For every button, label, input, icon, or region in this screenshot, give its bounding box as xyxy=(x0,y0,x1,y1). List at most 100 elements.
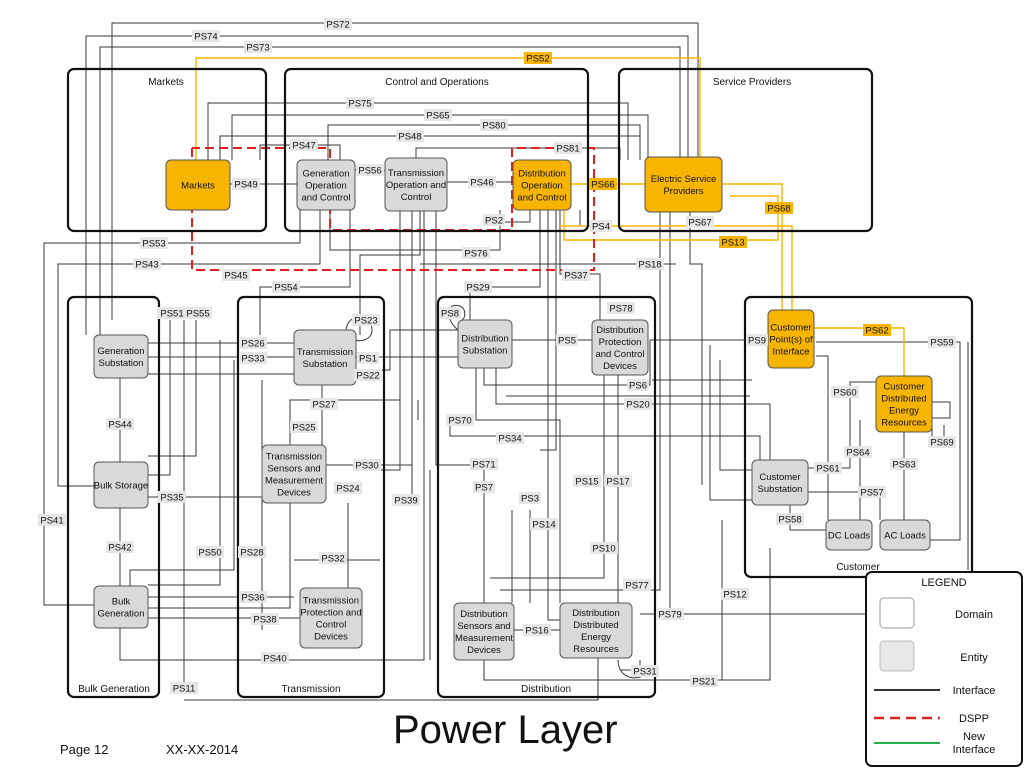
entity-label-line: Devices xyxy=(467,645,501,656)
interface-label-ps53: PS53 xyxy=(140,237,168,250)
page-number: Page 12 xyxy=(60,742,109,757)
svg-text:PS66: PS66 xyxy=(591,180,614,191)
interface-label-ps12: PS12 xyxy=(721,588,749,601)
svg-text:PS31: PS31 xyxy=(633,667,656,678)
entity-label-line: Resources xyxy=(881,418,927,429)
entity-label-line: Operation xyxy=(305,181,347,192)
interface-label-ps13: PS13 xyxy=(719,236,747,249)
domain-customer xyxy=(743,295,974,579)
domain-service-providers xyxy=(617,67,874,233)
domain-label-distribution: Distribution xyxy=(521,684,571,695)
svg-text:PS42: PS42 xyxy=(108,543,131,554)
legend-new-label-2: Interface xyxy=(953,744,996,756)
entity-bulk-storage: Bulk Storage xyxy=(93,461,149,509)
svg-text:PS8: PS8 xyxy=(441,309,459,320)
domain-label-markets: Markets xyxy=(148,77,184,88)
svg-text:PS1: PS1 xyxy=(359,354,377,365)
svg-text:PS30: PS30 xyxy=(355,461,378,472)
svg-text:PS36: PS36 xyxy=(241,593,264,604)
svg-text:PS69: PS69 xyxy=(930,438,953,449)
svg-text:PS14: PS14 xyxy=(532,520,555,531)
interface-label-ps36: PS36 xyxy=(239,591,267,604)
entity-label-line: Customer xyxy=(883,382,924,393)
entity-label-line: Devices xyxy=(603,361,637,372)
svg-text:PS34: PS34 xyxy=(498,434,521,445)
dspp-boundary xyxy=(191,147,595,271)
interface-label-ps24: PS24 xyxy=(334,482,362,495)
interface-label-ps69: PS69 xyxy=(928,436,956,449)
domain-label-control: Control and Operations xyxy=(385,77,488,88)
entity-label-line: Operation and xyxy=(386,180,446,191)
legend-new-label-1: New xyxy=(963,731,985,743)
entity-label-line: and Control xyxy=(595,349,644,360)
interface-label-ps27: PS27 xyxy=(310,398,338,411)
interface-label-ps67: PS67 xyxy=(686,216,714,229)
svg-text:PS78: PS78 xyxy=(609,304,632,315)
legend-interface-label: Interface xyxy=(953,685,996,697)
entity-label-line: Operation xyxy=(521,181,563,192)
svg-text:PS73: PS73 xyxy=(246,43,269,54)
svg-text:PS52: PS52 xyxy=(526,54,549,65)
interface-label-ps55: PS55 xyxy=(184,307,212,320)
interface-label-ps46: PS46 xyxy=(468,176,496,189)
domain-label-service: Service Providers xyxy=(713,77,791,88)
interface-label-ps74: PS74 xyxy=(192,30,220,43)
svg-text:PS72: PS72 xyxy=(326,20,349,31)
interface-label-ps73: PS73 xyxy=(244,41,272,54)
svg-text:PS62: PS62 xyxy=(865,326,888,337)
svg-text:PS25: PS25 xyxy=(292,423,315,434)
interface-label-ps26: PS26 xyxy=(239,337,267,350)
entity-label-line: Devices xyxy=(277,488,311,499)
page-title: Power Layer xyxy=(393,708,618,752)
entity-label-line: Protection xyxy=(599,337,642,348)
svg-text:PS4: PS4 xyxy=(592,222,610,233)
legend-title: LEGEND xyxy=(921,577,966,589)
interface-label-ps81: PS81 xyxy=(554,142,582,155)
interface-label-ps34: PS34 xyxy=(496,432,524,445)
svg-text:PS43: PS43 xyxy=(135,260,158,271)
svg-text:PS40: PS40 xyxy=(263,654,286,665)
svg-text:PS12: PS12 xyxy=(723,590,746,601)
legend-dspp-label: DSPP xyxy=(959,713,989,725)
domain-label-transmission: Transmission xyxy=(281,684,340,695)
interface-label-ps29: PS29 xyxy=(464,281,492,294)
svg-text:PS54: PS54 xyxy=(274,283,297,294)
entity-label-line: Substation xyxy=(303,359,348,370)
entity-markets: Markets xyxy=(165,159,231,211)
svg-text:PS38: PS38 xyxy=(253,615,276,626)
svg-text:PS71: PS71 xyxy=(472,460,495,471)
interface-label-ps62: PS62 xyxy=(863,324,891,337)
svg-text:PS51: PS51 xyxy=(160,309,183,320)
svg-text:PS56: PS56 xyxy=(358,166,381,177)
interface-label-ps57: PS57 xyxy=(858,486,886,499)
entity-label-line: Point(s) of xyxy=(769,335,813,346)
entity-label-line: Customer xyxy=(759,472,800,483)
entity-label-line: Distribution xyxy=(460,609,508,620)
svg-text:PS53: PS53 xyxy=(142,239,165,250)
entity-label-line: Distributed xyxy=(573,620,618,631)
interface-label-ps78: PS78 xyxy=(607,302,635,315)
entity-label-line: Transmission xyxy=(303,596,359,607)
interface-label-ps59: PS59 xyxy=(928,336,956,349)
entity-label-line: Control xyxy=(401,192,432,203)
svg-text:PS70: PS70 xyxy=(448,416,471,427)
interface-label-ps8: PS8 xyxy=(439,307,461,320)
svg-text:PS3: PS3 xyxy=(521,494,539,505)
svg-text:PS16: PS16 xyxy=(525,626,548,637)
svg-text:PS58: PS58 xyxy=(778,515,801,526)
interface-label-ps65: PS65 xyxy=(424,109,452,122)
svg-text:PS65: PS65 xyxy=(426,111,449,122)
entity-label-line: Control xyxy=(316,620,347,631)
entity-label-line: Interface xyxy=(773,347,810,358)
svg-text:PS47: PS47 xyxy=(292,141,315,152)
svg-text:PS6: PS6 xyxy=(629,381,647,392)
entity-label-line: DC Loads xyxy=(828,531,870,542)
